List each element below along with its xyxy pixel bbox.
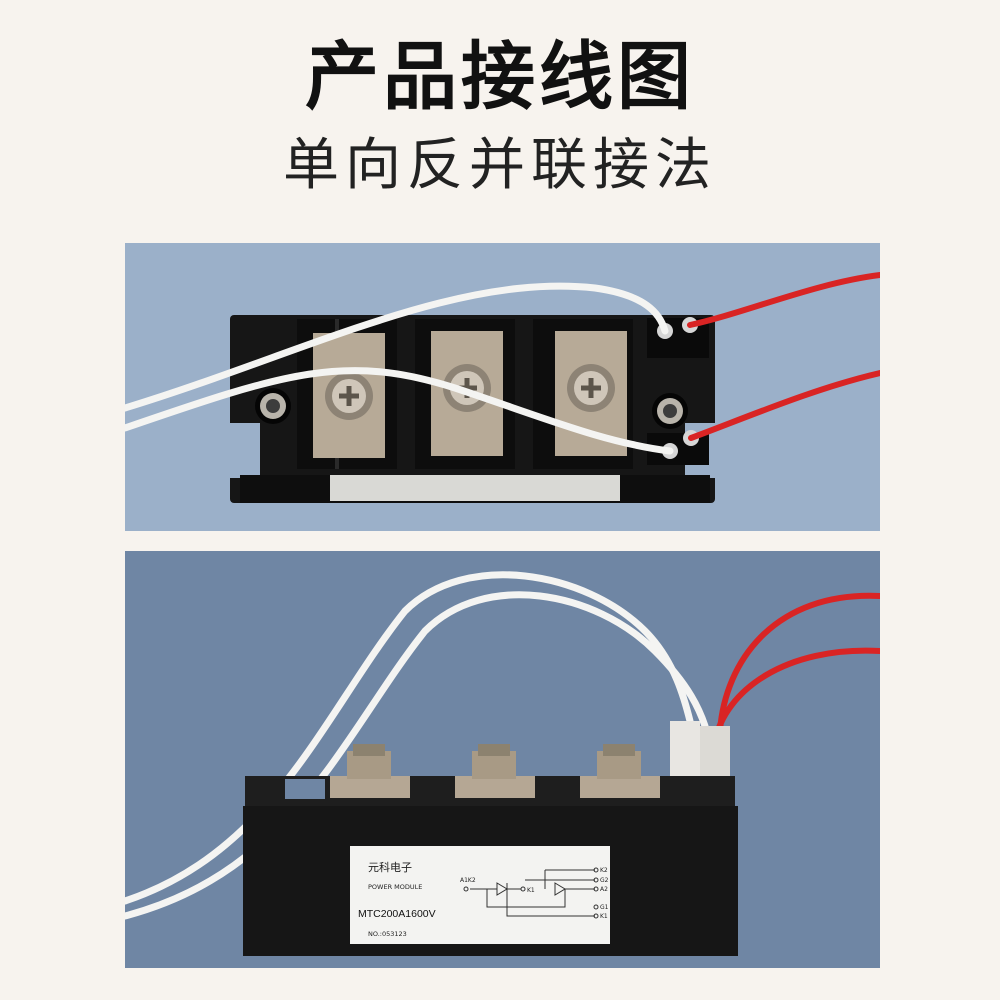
pin-k1: K1 <box>600 913 608 920</box>
top-view-scene <box>125 243 880 531</box>
terminal-front-2 <box>455 744 535 798</box>
page-subtitle: 单向反并联接法 <box>283 133 717 198</box>
pin-a2: A2 <box>600 886 608 893</box>
red-wire-front-1 <box>717 592 880 734</box>
front-view-photo: 元科电子 POWER MODULE MTC200A1600V NO.:05312… <box>125 551 880 968</box>
front-view-scene: 元科电子 POWER MODULE MTC200A1600V NO.:05312… <box>125 551 880 968</box>
terminal-front-3 <box>580 744 660 798</box>
label-serial: NO.:053123 <box>368 930 407 938</box>
red-wire-front-2 <box>712 647 880 744</box>
terminal-front-1 <box>330 744 410 798</box>
pin-g1: G1 <box>600 904 609 911</box>
white-wire-1 <box>125 282 669 412</box>
circuit-schematic <box>463 867 599 919</box>
label-brand: 元科电子 <box>368 860 412 874</box>
page-title: 产品接线图 <box>305 34 695 120</box>
pin-a1k2: A1K2 <box>460 877 476 884</box>
label-type: POWER MODULE <box>368 883 422 891</box>
module-side-label <box>330 475 620 501</box>
top-view-photo <box>125 243 880 531</box>
white-wire-2 <box>125 367 674 455</box>
product-label: 元科电子 POWER MODULE MTC200A1600V NO.:05312… <box>350 846 610 944</box>
pin-g2: G2 <box>600 877 609 884</box>
terminal-top-1 <box>313 333 385 458</box>
red-wire-1 <box>687 272 880 328</box>
red-wire-2 <box>688 370 880 441</box>
top-wires <box>125 272 880 455</box>
pin-k1-mid: K1 <box>527 887 535 894</box>
pin-k2: K2 <box>600 867 608 874</box>
label-model: MTC200A1600V <box>358 908 436 920</box>
